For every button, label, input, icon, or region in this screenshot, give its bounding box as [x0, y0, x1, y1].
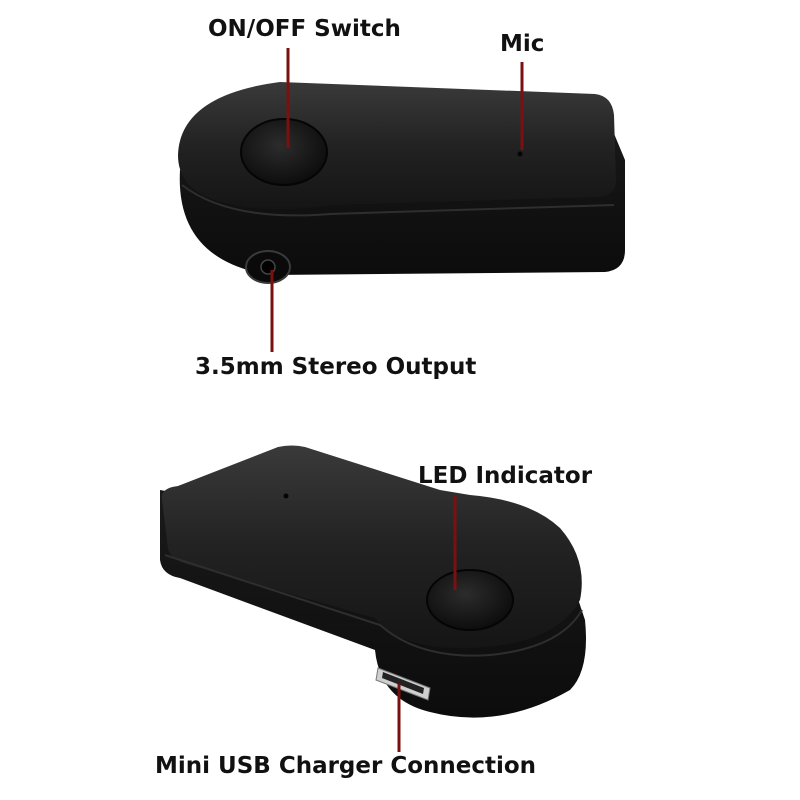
device-bottom-view: [160, 445, 586, 718]
leader-lines: [270, 48, 524, 752]
label-led-indicator: LED Indicator: [418, 463, 593, 489]
mic-hole: [517, 151, 523, 157]
led-button: [426, 569, 514, 631]
label-usb-charger: Mini USB Charger Connection: [155, 753, 537, 779]
usb-port: [375, 667, 431, 701]
mic-dot: [283, 493, 289, 499]
label-on-off-switch: ON/OFF Switch: [208, 16, 401, 42]
label-stereo-output: 3.5mm Stereo Output: [195, 354, 477, 380]
label-mic: Mic: [500, 31, 545, 57]
device-top-view: [178, 82, 625, 284]
power-button: [240, 118, 328, 186]
